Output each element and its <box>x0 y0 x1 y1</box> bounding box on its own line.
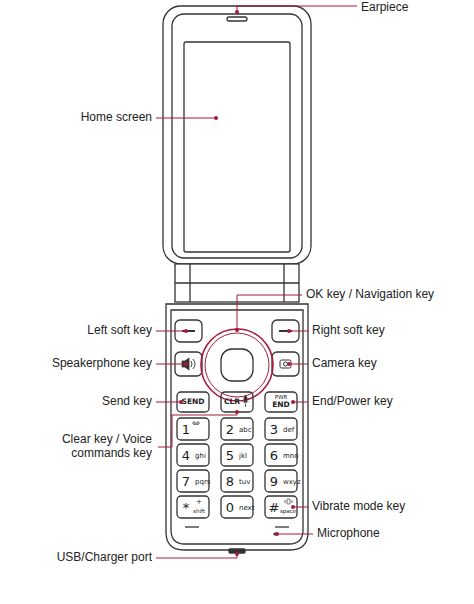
key-label: # <box>269 501 280 516</box>
key-label: 1 <box>182 423 190 438</box>
key-label: wxyz <box>283 478 301 486</box>
callout-label: Microphone <box>317 527 380 541</box>
key-label: jkl <box>239 452 247 460</box>
key-label: SEND <box>181 398 204 407</box>
key-label: 0 <box>226 501 234 516</box>
leader-lines <box>156 6 357 558</box>
key-label: + <box>196 498 202 506</box>
key-label: 2 <box>226 423 234 438</box>
key-label: 5 <box>226 449 234 464</box>
key-label: CLR <box>224 398 240 407</box>
key-label: mno <box>283 452 299 460</box>
callout-label: Vibrate mode key <box>312 500 405 514</box>
key-label: abc <box>239 426 252 434</box>
key-label: 6 <box>270 449 278 464</box>
key-label: next <box>239 504 255 512</box>
callout-label: Home screen <box>81 111 152 125</box>
key-label: ghi <box>195 452 206 460</box>
keypad <box>177 418 297 518</box>
callout-label: Camera key <box>312 357 377 371</box>
phone-body <box>163 6 311 553</box>
key-label: 8 <box>226 475 234 490</box>
callout-label: USB/Charger port <box>57 551 152 565</box>
key-label: 3 <box>270 423 278 438</box>
callout-label: Left soft key <box>87 324 152 338</box>
key-label: PWR <box>275 394 288 400</box>
leader-dots <box>179 10 295 556</box>
key-label: space <box>280 508 296 514</box>
key-label: 9 <box>270 475 278 490</box>
callout-label: Send key <box>102 395 152 409</box>
callout-label: Speakerphone key <box>52 357 152 371</box>
callout-label: End/Power key <box>312 395 393 409</box>
key-label: def <box>283 426 294 434</box>
key-label: END <box>272 401 290 410</box>
key-label: 4 <box>182 449 190 464</box>
key-label: shift <box>193 508 205 514</box>
callout-label: Earpiece <box>361 1 408 15</box>
callout-label: OK key / Navigation key <box>306 288 434 302</box>
callout-label: Clear key / Voice commands key <box>44 433 152 461</box>
key-label: 7 <box>182 475 190 490</box>
key-label: tuv <box>239 478 250 486</box>
key-label: pqrs <box>195 478 210 486</box>
callout-label: Right soft key <box>312 324 385 338</box>
key-label: * <box>183 501 190 516</box>
